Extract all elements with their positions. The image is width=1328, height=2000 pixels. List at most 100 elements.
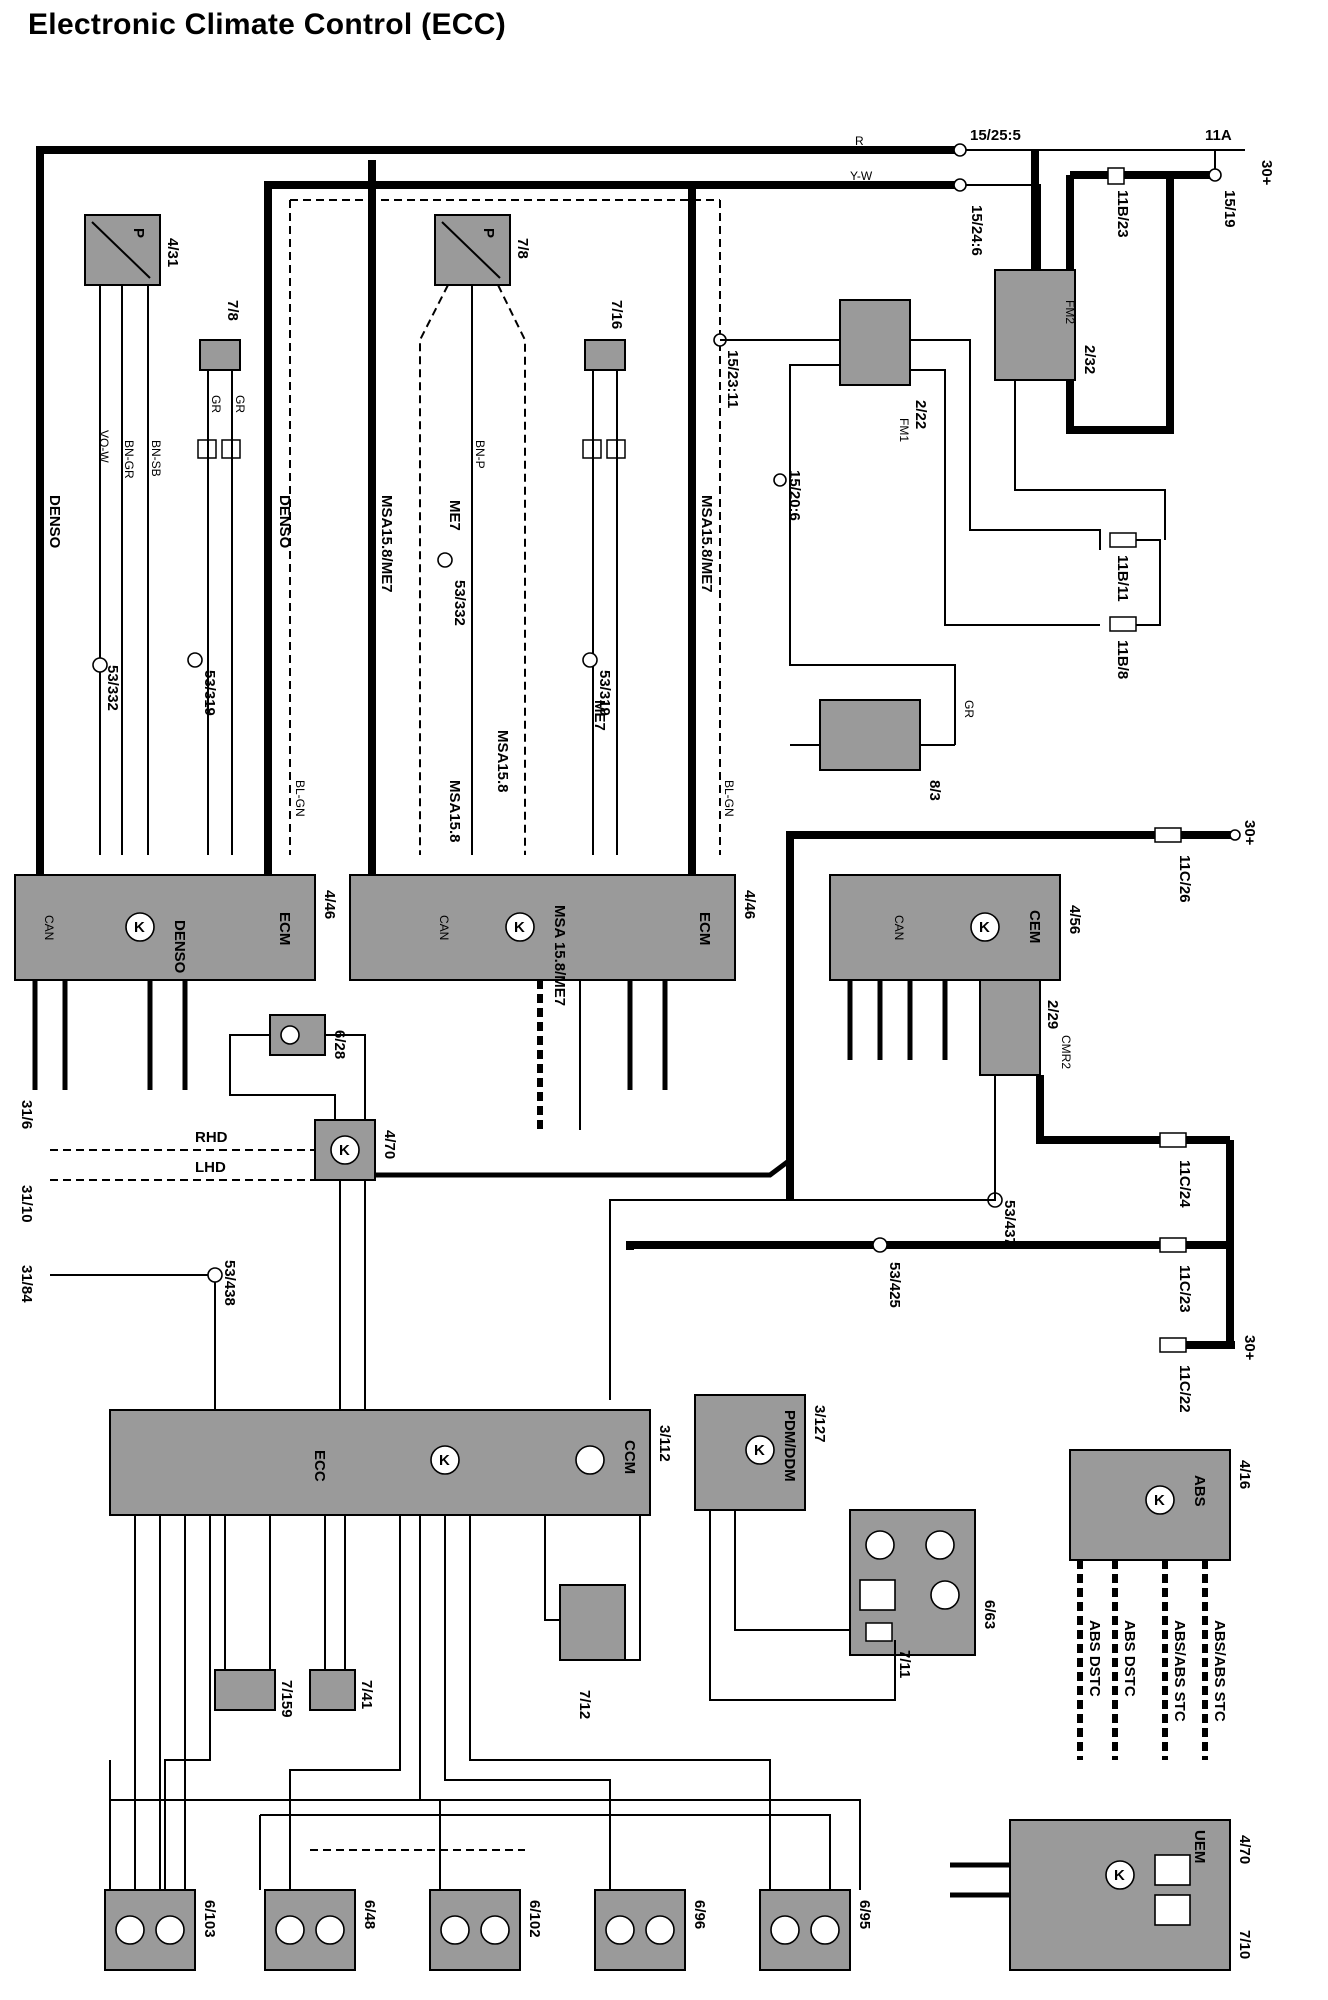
mid-splices: 53/332 53/319 53/332 53/319 [92,552,613,716]
svg-text:2/22: 2/22 [912,400,929,429]
wire-color-label: BN-P [473,440,487,469]
wire-color-label: BL-GN [722,780,736,817]
top-power-wires [36,146,1245,875]
svg-text:2/32: 2/32 [1081,345,1098,374]
supply-11c26: 11C/26 30+ [786,820,1258,1200]
bottom-harness [109,1515,861,1890]
cem: K CEM 4/56 CAN [829,874,1083,981]
fuse-body [1107,167,1125,185]
svg-text:7/159: 7/159 [278,1680,295,1718]
svg-text:FM2: FM2 [1063,300,1077,324]
svg-text:31/10: 31/10 [18,1185,35,1223]
temp-sensor-1: 7/8 [197,300,241,855]
motor-6102: 6/102 [429,1889,543,1971]
motor-648: 6/48 [264,1889,378,1971]
abs-416: K ABS 4/16 ABS DSTC ABS DSTC ABS/ABS STC… [1069,1449,1253,1760]
svg-text:53/438: 53/438 [221,1260,238,1306]
svg-text:8/3: 8/3 [926,780,943,801]
svg-text:11C/26: 11C/26 [1176,855,1193,903]
svg-text:7/41: 7/41 [358,1680,375,1709]
svg-text:ECC: ECC [311,1450,328,1482]
svg-text:DENSO: DENSO [171,920,188,974]
ccm-3112: ECC K CCM 3/112 [109,1409,673,1516]
svg-text:CEM: CEM [1026,910,1043,943]
component-ref: 4/31 [164,238,181,267]
svg-text:11C/22: 11C/22 [1176,1365,1193,1413]
svg-text:ABS/ABS STC: ABS/ABS STC [1211,1620,1228,1722]
wire-color-label: BN-GR [122,440,136,479]
supply-label: 30+ [1258,160,1275,186]
variant-label: DENSO [46,495,63,549]
variant-label: MSA15.8 [494,730,511,793]
fan-motor-628: 6/28 [229,1014,366,1120]
svg-text:P: P [480,228,497,238]
svg-text:11B/8: 11B/8 [1114,640,1131,679]
sensor-7159: 7/159 [214,1515,295,1718]
svg-text:7/12: 7/12 [576,1690,593,1719]
svg-text:31/84: 31/84 [18,1265,35,1303]
svg-text:30+: 30+ [1241,1335,1258,1361]
svg-text:31/6: 31/6 [18,1100,35,1129]
ecm-signal-wires [32,980,948,1130]
svg-text:CAN: CAN [42,915,56,940]
splice-point [1208,168,1222,182]
svg-text:MSA 15.8/ME7: MSA 15.8/ME7 [551,905,568,1006]
svg-text:3/127: 3/127 [811,1405,828,1443]
ecm-denso: K DENSO ECM 4/46 CAN [14,874,338,981]
svg-text:11B/11: 11B/11 [1114,555,1131,602]
fuse-label: 11A [1205,127,1232,144]
splice-point [773,473,787,487]
splice-point [953,178,967,192]
splice-label: 15/23:11 [724,350,741,408]
component-ref: 7/8 [224,300,241,321]
svg-text:K: K [134,919,145,936]
splice-point [953,143,967,157]
svg-text:CCM: CCM [621,1440,638,1474]
svg-text:6/28: 6/28 [331,1030,348,1059]
fuses-11b: 11B/11 11B/8 [1109,532,1161,679]
variant-label: MSA15.8 [446,780,463,843]
svg-text:4/46: 4/46 [741,890,758,919]
wire-color-label: R [855,134,864,148]
svg-text:6/96: 6/96 [691,1900,708,1929]
svg-text:K: K [339,1142,350,1159]
svg-text:4/46: 4/46 [321,890,338,919]
svg-text:6/63: 6/63 [981,1600,998,1629]
svg-text:ECM: ECM [696,912,713,945]
node-431: K 4/70 [314,1119,793,1410]
pressure-sensor-2: P 7/8 [419,214,531,855]
svg-text:6/103: 6/103 [201,1900,218,1938]
svg-text:ECM: ECM [276,912,293,945]
svg-text:FM1: FM1 [897,418,911,442]
wire-color-label: GR [209,395,223,413]
svg-text:53/437: 53/437 [1001,1200,1018,1246]
sensor-741: 7/41 [309,1515,375,1711]
svg-text:7/10: 7/10 [1236,1930,1253,1959]
svg-text:6/48: 6/48 [361,1900,378,1929]
svg-text:K: K [1114,1867,1125,1884]
pdm-ddm-3127: K PDM/DDM 3/127 [694,1394,850,1701]
variant-label: ME7 [591,700,608,731]
svg-text:CAN: CAN [437,915,451,940]
wire-color-label: BL-GN [293,780,307,817]
grounds: 31/6 31/10 31/84 RHD LHD 53/438 [18,1100,315,1410]
supply-11c-lower: 11C/24 11C/23 11C/22 30+ [626,1075,1258,1413]
svg-text:7/11: 7/11 [896,1650,913,1678]
fuse-label: 11B/23 [1114,190,1131,238]
svg-text:RHD: RHD [195,1129,228,1146]
svg-text:53/425: 53/425 [886,1262,903,1308]
splice-label: 15/24:6 [968,205,985,256]
wire-color-label: VO-W [97,430,111,463]
variant-label: ME7 [446,500,463,531]
svg-text:LHD: LHD [195,1159,226,1176]
wire-color-label: Y-W [850,169,873,183]
svg-text:P: P [130,228,147,238]
sensor-712: 7/12 [544,1515,641,1719]
svg-text:6/95: 6/95 [856,1900,873,1929]
variant-label: MSA15.8/ME7 [378,495,395,593]
motor-695: 6/95 [759,1889,873,1971]
svg-text:ABS: ABS [1191,1475,1208,1507]
svg-text:53/319: 53/319 [201,670,218,716]
